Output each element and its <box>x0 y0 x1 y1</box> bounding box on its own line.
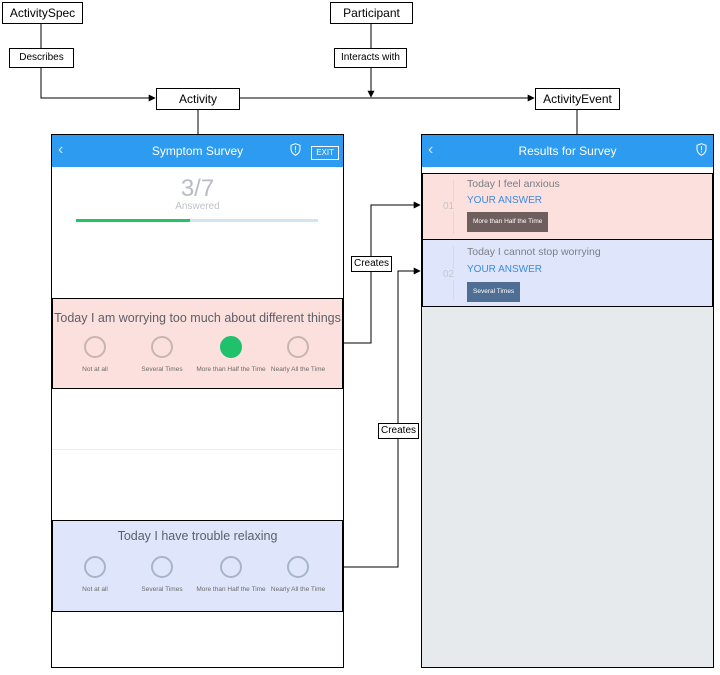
question-card-1: Today I am worrying too much about diffe… <box>52 298 343 389</box>
results-phone: ‹ Results for Survey 01 Today I feel anx… <box>421 134 714 668</box>
divider <box>52 449 343 450</box>
question-card-2: Today I have trouble relaxing Not at all… <box>52 520 343 612</box>
results-title: Results for Survey <box>518 144 617 158</box>
activity-node: Activity <box>156 88 240 110</box>
option-not-at-all[interactable]: Not at all <box>60 336 130 374</box>
progress-count: 3/7 <box>180 175 215 202</box>
survey-phone: ‹ Symptom Survey EXIT 3/7 Answered Today… <box>51 134 344 668</box>
survey-title: Symptom Survey <box>151 144 244 158</box>
option-nearly-all[interactable]: Nearly All the Time <box>263 336 333 374</box>
activityspec-label: ActivitySpec <box>9 6 76 20</box>
activityspec-node: ActivitySpec <box>2 2 83 24</box>
interacts-with-node: Interacts with <box>334 48 407 68</box>
question-text: Today I have trouble relaxing <box>117 529 278 543</box>
progress-bar-fill <box>76 219 190 222</box>
activityevent-label: ActivityEvent <box>543 92 612 106</box>
participant-node: Participant <box>330 2 413 24</box>
option-not-at-all[interactable]: Not at all <box>60 556 130 594</box>
results-header: ‹ Results for Survey <box>422 135 713 167</box>
edge-creates-1 <box>344 201 421 344</box>
option-nearly-all[interactable]: Nearly All the Time <box>263 556 333 594</box>
radio-button[interactable] <box>151 556 173 578</box>
option-several-times[interactable]: Several Times <box>127 556 197 594</box>
creates-label-1: Creates <box>351 256 393 272</box>
option-label: Several Times <box>141 366 183 373</box>
shield-alert-icon[interactable] <box>696 143 707 161</box>
radio-button[interactable] <box>220 556 242 578</box>
question-text: Today I am worrying too much about diffe… <box>54 311 341 325</box>
option-label: Nearly All the Time <box>270 586 326 593</box>
progress-label: Answered <box>175 201 220 212</box>
radio-button[interactable] <box>84 556 106 578</box>
option-several-times[interactable]: Several Times <box>127 336 197 374</box>
edge-creates-2 <box>344 267 421 568</box>
shield-alert-icon[interactable] <box>290 143 301 161</box>
describes-label: Describes <box>19 52 64 63</box>
empty-area <box>422 307 713 667</box>
result-item-2: 02 Today I cannot stop worrying YOUR ANS… <box>422 239 713 307</box>
chevron-left-icon[interactable]: ‹ <box>428 141 434 158</box>
result-question: Today I feel anxious <box>467 178 560 190</box>
result-number: 02 <box>443 269 455 280</box>
option-label: More than Half the Time <box>196 586 266 593</box>
describes-node: Describes <box>9 48 74 68</box>
progress-bar <box>76 219 318 222</box>
activity-label: Activity <box>178 92 217 106</box>
participant-label: Participant <box>343 6 400 20</box>
radio-button[interactable] <box>84 336 106 358</box>
creates-label-2: Creates <box>378 423 420 439</box>
option-label: Not at all <box>82 366 108 373</box>
option-more-than-half[interactable]: More than Half the Time <box>196 336 266 374</box>
option-label: Nearly All the Time <box>270 366 326 373</box>
your-answer-label: YOUR ANSWER <box>467 195 543 206</box>
result-number: 01 <box>443 201 455 212</box>
option-label: Several Times <box>141 586 183 593</box>
survey-header: ‹ Symptom Survey EXIT <box>52 135 343 167</box>
option-label: More than Half the Time <box>196 366 266 373</box>
exit-button[interactable]: EXIT <box>311 146 339 160</box>
your-answer-label: YOUR ANSWER <box>467 264 543 275</box>
option-more-than-half[interactable]: More than Half the Time <box>196 556 266 594</box>
radio-button[interactable] <box>287 556 309 578</box>
activityevent-node: ActivityEvent <box>535 88 620 110</box>
chevron-left-icon[interactable]: ‹ <box>58 141 64 158</box>
option-label: Not at all <box>82 586 108 593</box>
result-item-1: 01 Today I feel anxious YOUR ANSWER More… <box>422 173 713 240</box>
radio-button[interactable] <box>287 336 309 358</box>
result-question: Today I cannot stop worrying <box>467 246 601 258</box>
edge-describes-activity <box>40 68 156 102</box>
radio-button-selected[interactable] <box>220 336 242 358</box>
answer-chip: More than Half the Time <box>467 212 549 232</box>
interacts-with-label: Interacts with <box>341 52 400 63</box>
radio-button[interactable] <box>151 336 173 358</box>
answer-chip: Several Times <box>467 282 521 302</box>
